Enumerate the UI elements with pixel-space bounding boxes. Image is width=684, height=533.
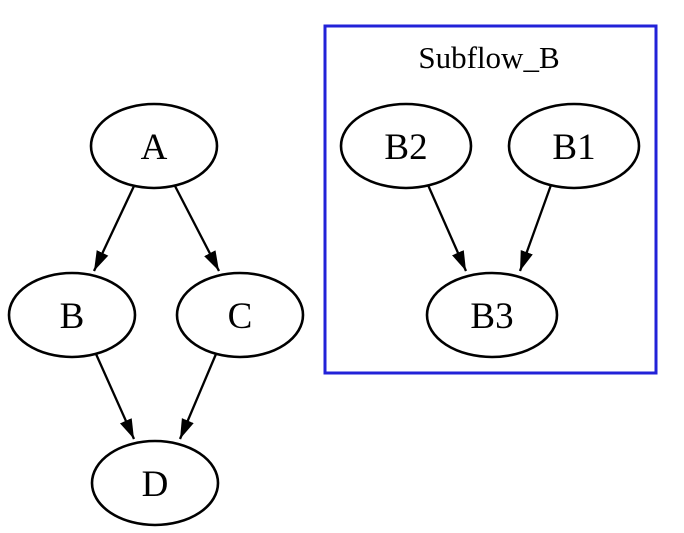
node-D-shape <box>90 439 220 527</box>
node-A: A <box>89 102 219 190</box>
node-C-shape <box>175 271 305 359</box>
node-B1: B1 <box>507 102 641 190</box>
edge-A-C <box>173 185 221 272</box>
node-B1-label: B1 <box>552 127 595 168</box>
edge-B-D <box>94 353 136 440</box>
node-C-label: C <box>228 296 253 337</box>
node-B: B <box>7 271 137 359</box>
node-B-shape <box>7 271 137 359</box>
node-B3: B3 <box>425 271 559 359</box>
edge-B1-B3 <box>518 184 553 272</box>
edge-B2-B3 <box>426 184 468 272</box>
edge-A-B <box>92 185 136 272</box>
node-A-label: A <box>141 127 168 168</box>
cluster-title: Subflow_B <box>418 40 559 75</box>
cluster-subflow-b: Subflow_B <box>323 24 658 375</box>
node-D-label: D <box>142 464 169 505</box>
node-B3-label: B3 <box>470 296 513 337</box>
node-B-label: B <box>60 296 85 337</box>
node-B2-shape <box>339 102 473 190</box>
node-D: D <box>90 439 220 527</box>
node-A-shape <box>89 102 219 190</box>
node-B1-shape <box>507 102 641 190</box>
node-C: C <box>175 271 305 359</box>
edge-C-D <box>178 353 218 440</box>
node-B2: B2 <box>339 102 473 190</box>
edges-layer <box>92 184 553 440</box>
node-B2-label: B2 <box>384 127 427 168</box>
nodes-layer: A B C D B2 B1 <box>7 102 641 527</box>
cluster-border <box>323 24 658 375</box>
node-B3-shape <box>425 271 559 359</box>
